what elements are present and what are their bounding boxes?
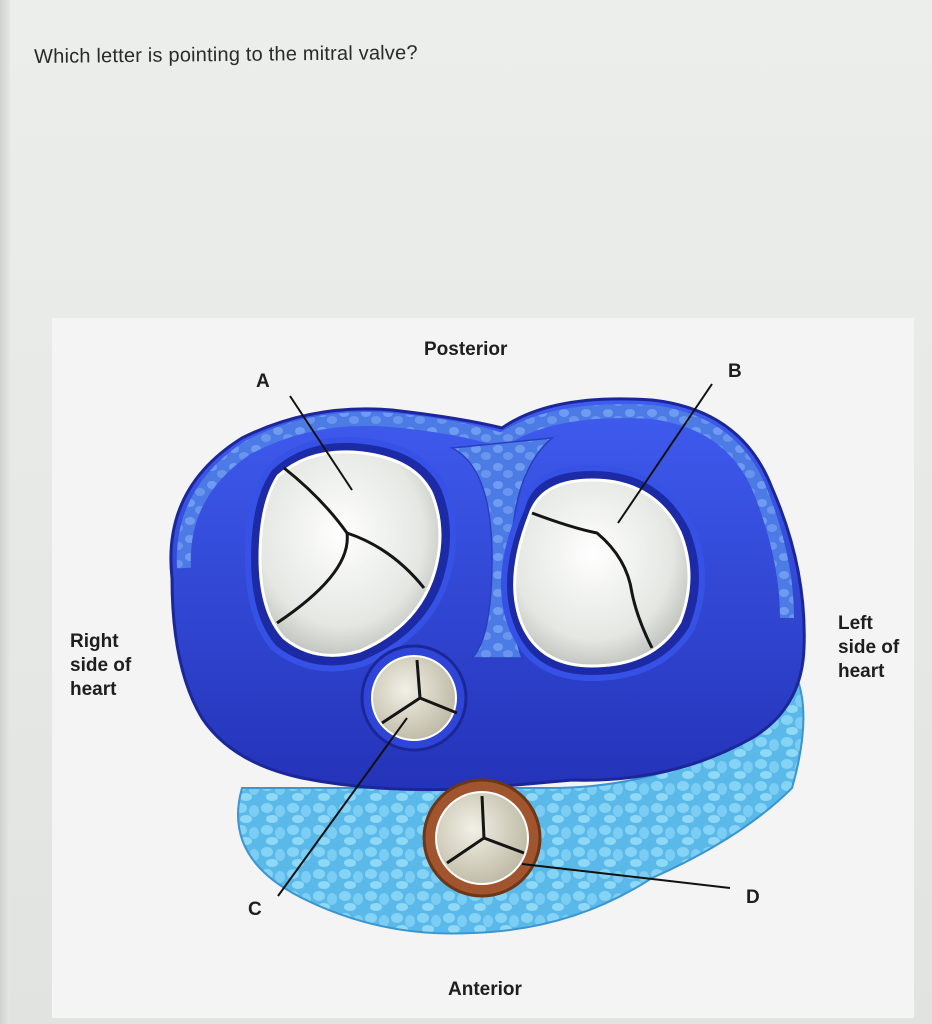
central-fat — [449, 437, 555, 659]
letter-a: A — [256, 371, 270, 392]
label-left-line2: side of — [838, 637, 900, 658]
label-anterior: Anterior — [448, 979, 522, 1000]
label-left-line3: heart — [838, 661, 885, 682]
tricuspid-commissures — [276, 466, 426, 625]
letter-c: C — [248, 899, 262, 920]
pointer-line-b — [617, 383, 713, 524]
label-left-side: Left side of heart — [838, 612, 899, 684]
letter-d: D — [746, 887, 760, 908]
aortic-commissures — [446, 795, 525, 865]
mitral-commissure — [531, 511, 654, 649]
pulmonary-valve — [371, 655, 457, 741]
mitral-valve — [513, 478, 691, 668]
label-right-line2: side of — [70, 655, 132, 676]
pointer-line-c — [277, 717, 408, 897]
heart-valves-figure: Posterior Anterior A B C D Right side of… — [52, 318, 914, 1018]
label-posterior: Posterior — [424, 339, 508, 360]
label-right-side: Right side of heart — [70, 630, 131, 702]
pulmonary-commissures — [381, 659, 458, 725]
label-right-line3: heart — [70, 679, 117, 700]
pointer-line-a — [289, 395, 353, 491]
letter-b: B — [728, 361, 742, 382]
monitor-bezel — [0, 0, 10, 1024]
tricuspid-valve — [258, 450, 442, 657]
question-text: Which letter is pointing to the mitral v… — [34, 41, 418, 68]
pointer-line-d — [521, 863, 731, 889]
label-left-line1: Left — [838, 613, 873, 634]
label-right-line1: Right — [70, 631, 119, 652]
heart-valves-illustration — [169, 383, 806, 935]
outer-fat-band — [176, 404, 794, 619]
